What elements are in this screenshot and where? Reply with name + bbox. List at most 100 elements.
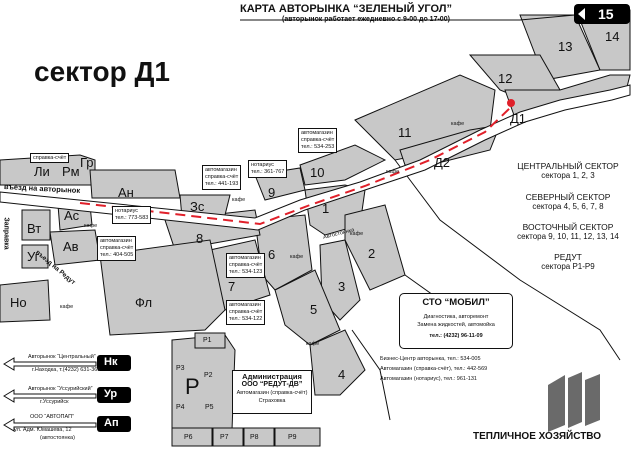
nk-badge [97, 355, 131, 371]
label-sector-6: 6 [268, 247, 276, 262]
info-spravka-top: справка-счёт [30, 153, 70, 163]
sector-ug [21, 244, 49, 269]
info-phone: тел.: 534-122 [229, 316, 263, 322]
sector-p8 [243, 427, 275, 447]
label-sector-2: 2 [368, 246, 376, 261]
label-sector-an: Ан [118, 185, 134, 200]
info-text: справка-счёт [205, 174, 239, 180]
info-phone: тел.: 441-193 [205, 181, 239, 187]
label-sector-10: 10 [310, 165, 325, 180]
cafe-label: кафе [84, 223, 98, 229]
admin-box: Администрация ООО “РЕДУТ-ДВ” Автомагазин… [232, 370, 312, 414]
info-text: автомагазин [301, 130, 333, 136]
legend-central: ЦЕНТРАЛЬНЫЙ СЕКТОР сектора 1, 2, 3 [502, 161, 634, 181]
label-sector-14: 14 [605, 29, 620, 44]
ap-badge [97, 416, 131, 432]
label-sector-li: Ли [34, 164, 50, 179]
label-sector-no: Но [10, 295, 27, 310]
legend-sectors: сектора Р1-Р9 [541, 262, 595, 271]
cafe-label: кафе [386, 169, 400, 175]
label-sector-gr: Гр [80, 155, 94, 170]
cafe-label: кафе [350, 231, 364, 237]
label-sector-4: 4 [338, 367, 346, 382]
info-text: нотариус [115, 208, 139, 214]
label-sector-zs: Зс [190, 199, 205, 214]
admin-line: Страховка [258, 398, 286, 404]
label-sector-p2: Р2 [204, 372, 213, 379]
business-line: Автомагазин (нотариус), тел.: 961-131 [380, 376, 477, 382]
direction-code: Ур [104, 388, 118, 400]
sector-4 [309, 329, 366, 396]
info-text: справка-счёт [229, 309, 263, 315]
left-arrow-icon [3, 357, 97, 371]
info-shop-7: автомагазин справка-счёт тел.: 534-122 [226, 300, 266, 325]
info-notary-top: нотариус тел.: 361-767 [248, 160, 288, 178]
legend-sectors: сектора 4, 5, 6, 7, 8 [532, 202, 604, 211]
admin-line: Администрация [242, 372, 302, 381]
sector-p1 [194, 332, 226, 349]
sector-p9 [274, 427, 321, 447]
sto-phone: тел.: (4232) 96-11-09 [429, 333, 483, 339]
legend-heading: ЦЕНТРАЛЬНЫЙ СЕКТОР [517, 161, 619, 171]
sector-10 [299, 144, 387, 186]
label-sector-rm: Рм [62, 164, 80, 179]
greenhouse-label: ТЕПЛИЧНОЕ ХОЗЯЙСТВО [473, 431, 602, 442]
left-arrow-icon [3, 418, 97, 432]
info-phone: тел.: 773-583 [115, 215, 149, 221]
label-sector-11: 11 [398, 125, 412, 140]
info-text: нотариус [251, 162, 275, 168]
destination-pin-icon [507, 99, 515, 107]
direction-top: ООО “АВТОПАП” [30, 414, 74, 420]
label-sector-1: 1 [322, 201, 330, 216]
legend-east: ВОСТОЧНЫЙ СЕКТОР сектора 9, 10, 11, 12, … [502, 222, 634, 242]
info-notary-left: нотариус тел.: 773-583 [112, 206, 152, 224]
info-shop-10: автомагазин справка-счёт тел.: 534-253 [298, 128, 338, 153]
info-phone: тел.: 361-767 [251, 169, 285, 175]
label-sector-9: 9 [268, 185, 276, 200]
left-arrow-icon [3, 389, 97, 403]
legend-heading: РЕДУТ [554, 252, 582, 262]
cafe-label: кафе [451, 121, 465, 127]
legend-sectors: сектора 9, 10, 11, 12, 13, 14 [517, 232, 619, 241]
info-shop-9: автомагазин справка-счёт тел.: 441-193 [202, 165, 242, 190]
label-sector-p5: Р5 [205, 404, 214, 411]
sto-box: СТО “МОБИЛ” Диагностика, авторемонт Заме… [399, 293, 513, 349]
business-line: Бизнес-Центр авторынка, тел.: 534-005 [380, 356, 481, 362]
admin-line: ООО “РЕДУТ-ДВ” [241, 381, 303, 388]
label-sector-3: 3 [338, 279, 346, 294]
sector-fl [99, 239, 226, 336]
sector-p7 [212, 427, 244, 447]
sto-line: Замена жидкостей, автомойка [417, 322, 495, 328]
page-subtitle: (авторынок работает ежедневно с 9-00 до … [282, 16, 450, 23]
direction-code: Ап [104, 417, 119, 429]
route-line [79, 107, 511, 226]
legend-north: СЕВЕРНЫЙ СЕКТОР сектора 4, 5, 6, 7, 8 [502, 192, 634, 212]
cafe-label: кафе [306, 341, 320, 347]
info-text: справка-счёт [301, 137, 335, 143]
sector-title: сектор Д1 [34, 56, 171, 87]
legend-heading: ВОСТОЧНЫЙ СЕКТОР [522, 222, 614, 232]
sector-vt [21, 209, 51, 241]
sector-5 [274, 269, 341, 346]
road-zapravka: Заправка [2, 217, 10, 250]
sector-redut [171, 334, 236, 433]
info-phone: тел.: 404-505 [100, 252, 134, 258]
label-sector-p-big: Р [185, 374, 200, 399]
info-text: автомагазин [229, 302, 261, 308]
info-text: автомагазин [229, 255, 261, 261]
label-sector-12: 12 [498, 71, 513, 86]
route-number: 15 [598, 6, 614, 22]
info-text: справка-счёт [229, 262, 263, 268]
label-sector-p3: Р3 [176, 365, 185, 372]
info-text: автомагазин [205, 167, 237, 173]
label-sector-p8: Р8 [250, 434, 259, 441]
business-line: Автомагазин (справка-счёт), тел.: 442-56… [380, 366, 488, 372]
legend-redut: РЕДУТ сектора Р1-Р9 [502, 252, 634, 272]
ur-badge [97, 387, 131, 403]
market-logo-icon [548, 372, 600, 432]
direction-bottom: (автостоянка) [40, 435, 75, 441]
label-sector-vt: Вт [27, 221, 42, 236]
label-sector-av: Ав [63, 239, 79, 254]
